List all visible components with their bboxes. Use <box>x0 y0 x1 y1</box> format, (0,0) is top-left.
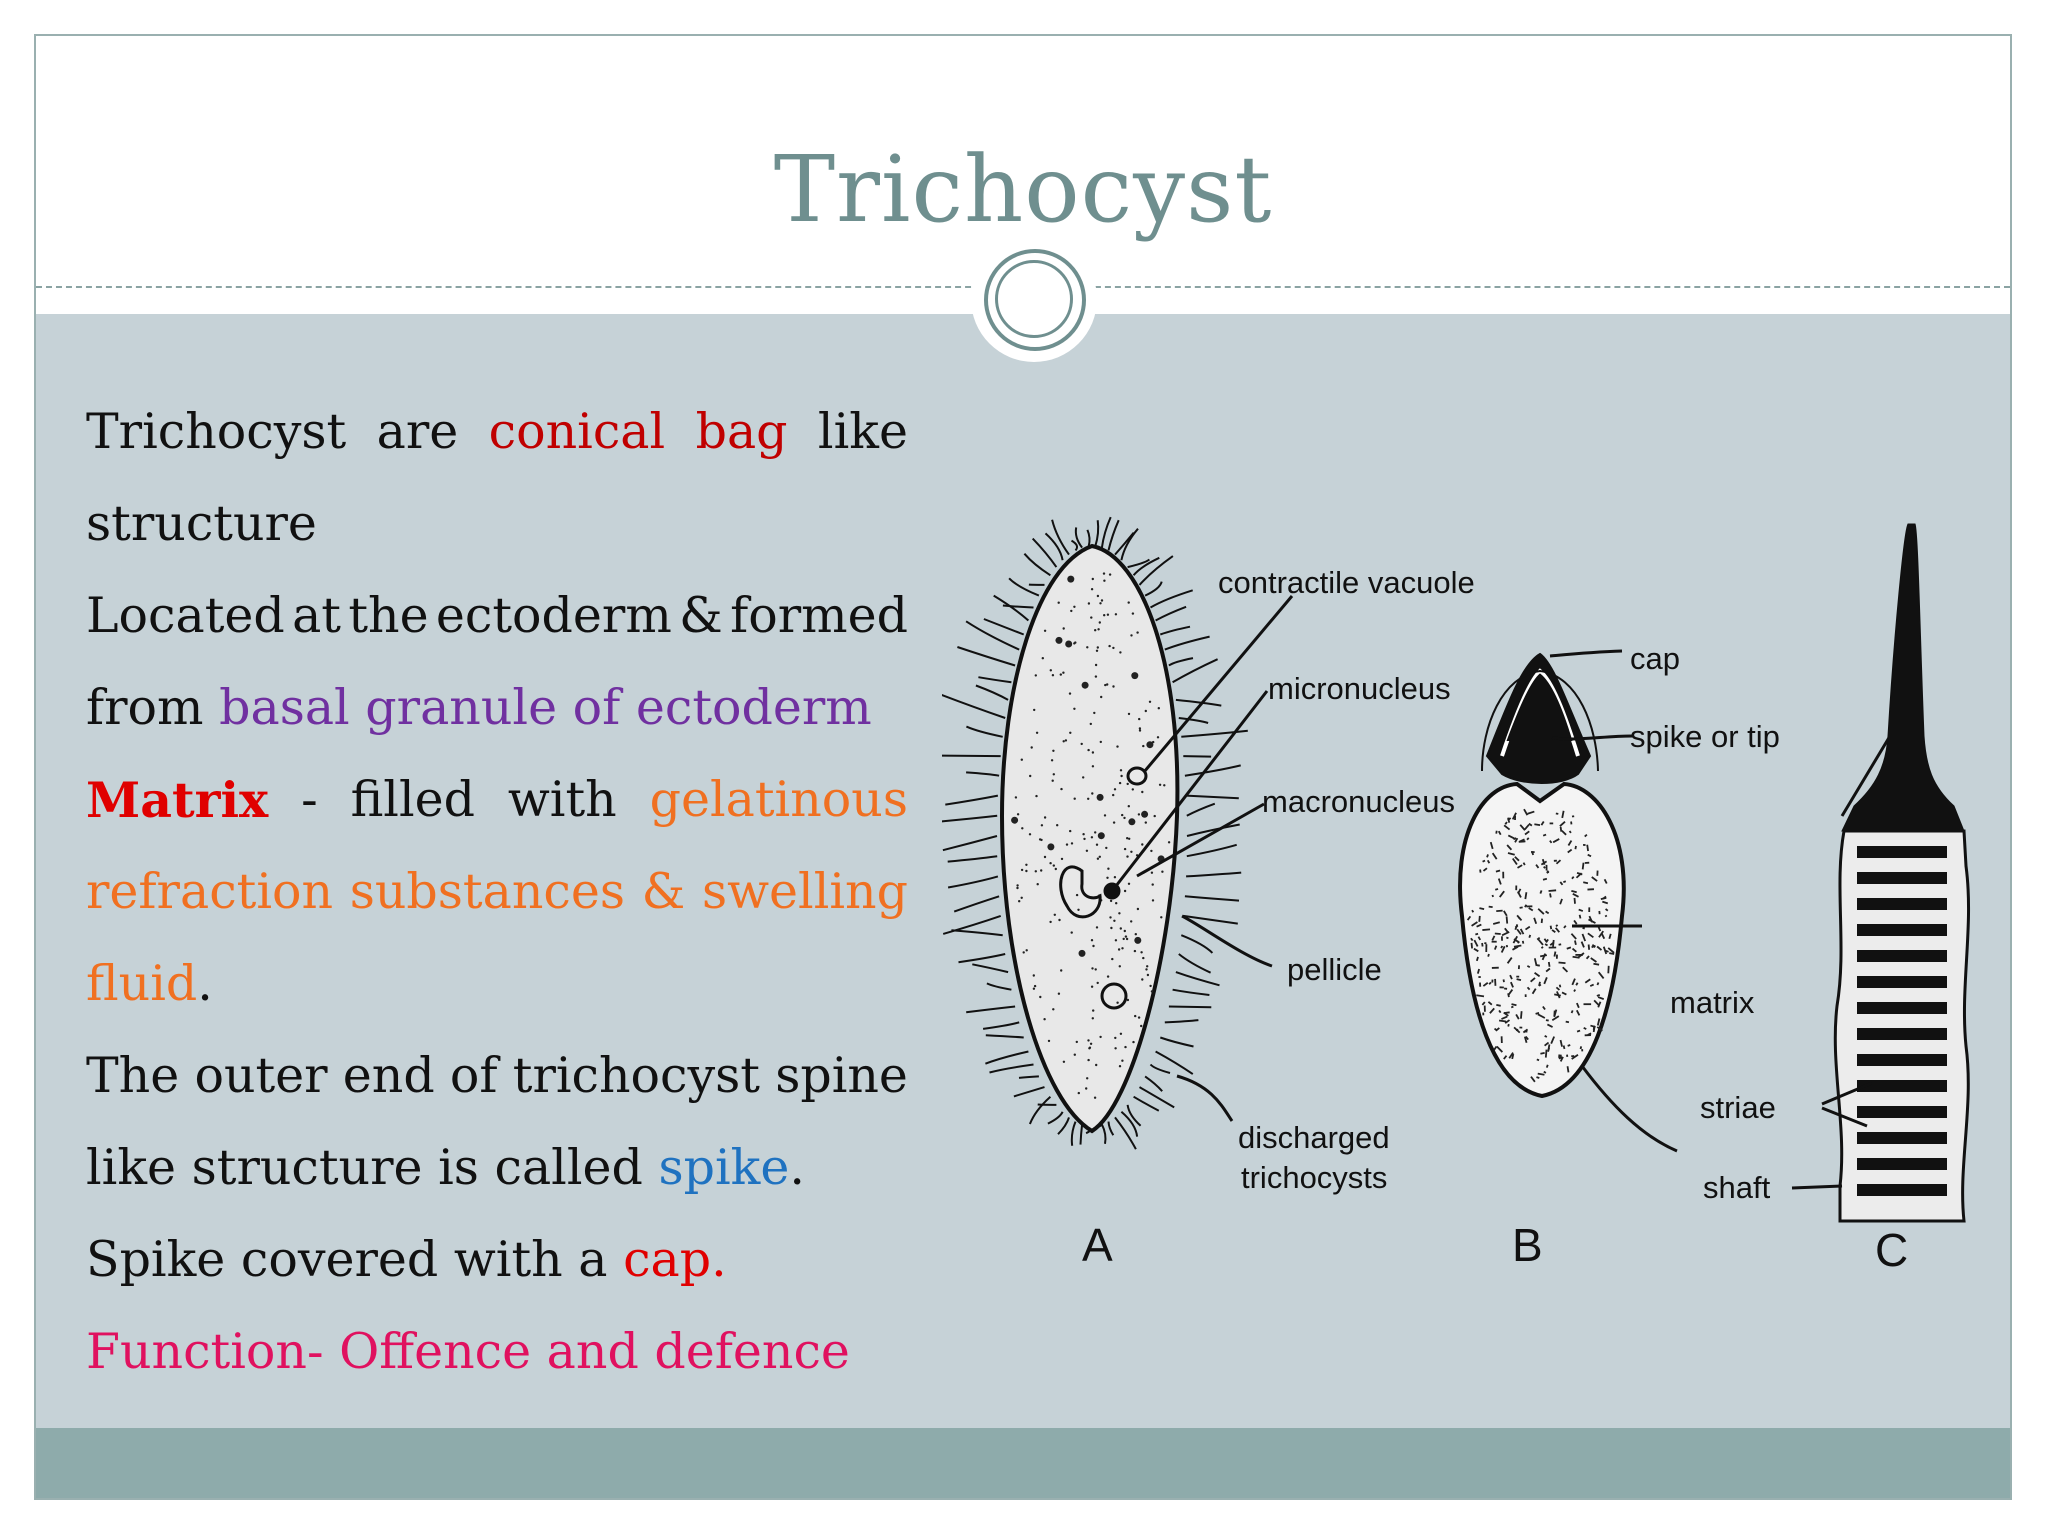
highlight-fluid: fluid <box>86 955 198 1012</box>
paragraph-2-line-2: from basal granule of ectoderm <box>86 662 908 754</box>
text-run: . <box>197 955 213 1012</box>
label-macronucleus: macronucleus <box>1262 784 1455 819</box>
paragraph-3-line-1: Matrix - filled with gelatinous <box>86 754 908 846</box>
paragraph-2-line-1: Located at the ectoderm & formed <box>86 570 908 662</box>
circle-ornament-icon <box>971 236 1097 362</box>
label-shaft: shaft <box>1703 1170 1771 1205</box>
paragraph-1-line-2: structure <box>86 495 317 552</box>
word: like <box>817 403 908 460</box>
slide-title: Trichocyst <box>773 136 1273 243</box>
highlight-conical: conical <box>488 403 666 460</box>
word: substances <box>349 863 625 920</box>
text-run: . <box>789 1139 805 1196</box>
label-trichocysts: trichocysts <box>1241 1160 1387 1195</box>
word: at <box>292 587 341 644</box>
label-matrix: matrix <box>1670 985 1755 1020</box>
word: & <box>641 863 686 920</box>
word: the <box>348 587 429 644</box>
trichocyst-resting-figure <box>1458 652 1626 1099</box>
highlight-basal-granule: basal granule of ectoderm <box>219 679 872 736</box>
paragraph-6-function: Function- Offence and defence <box>86 1323 850 1380</box>
highlight-bag: bag <box>695 403 788 460</box>
paramecium-figure <box>936 516 1248 1150</box>
word: swelling <box>701 863 908 920</box>
trichocyst-discharged-figure <box>1833 523 1971 1223</box>
word: refraction <box>86 863 334 920</box>
word: end <box>342 1047 435 1104</box>
paragraph-1-line-1: Trichocyst are conical bag like <box>86 386 908 478</box>
footer-band <box>36 1428 2010 1498</box>
word: formed <box>730 587 908 644</box>
highlight-cap: cap. <box>623 1231 727 1288</box>
pointer-lines-a <box>1114 595 1294 1122</box>
word: Trichocyst <box>86 403 347 460</box>
word: ectoderm <box>435 587 672 644</box>
panel-label-a: A <box>1082 1219 1113 1271</box>
pointer-lines-c <box>1791 715 1904 1190</box>
word: of <box>449 1047 498 1104</box>
highlight-spike: spike <box>658 1139 790 1196</box>
label-cap: cap <box>1630 641 1680 676</box>
text-run: like structure is called <box>86 1139 659 1196</box>
word: trichocyst <box>512 1047 760 1104</box>
text-run: Spike covered with a <box>86 1231 624 1288</box>
word: & <box>679 587 723 644</box>
label-discharged: discharged <box>1238 1120 1390 1155</box>
label-contractile-vacuole: contractile vacuole <box>1218 565 1475 600</box>
pointer-lines-b <box>1549 649 1678 1153</box>
text-run: from <box>86 679 220 736</box>
label-spike-or-tip: spike or tip <box>1630 719 1780 754</box>
slide: Trichocyst Trichocyst are conical bag li… <box>34 34 2012 1500</box>
word: with <box>507 771 617 828</box>
paragraph-3-line-3: fluid. <box>86 938 908 1030</box>
word: Located <box>86 587 285 644</box>
word: are <box>376 403 459 460</box>
word: outer <box>194 1047 328 1104</box>
word: filled <box>350 771 475 828</box>
body-text: Trichocyst are conical bag like structur… <box>86 386 908 1398</box>
word: The <box>86 1047 180 1104</box>
paragraph-5: Spike covered with a cap. <box>86 1214 908 1306</box>
trichocyst-diagram: contractile vacuole micronucleus macronu… <box>936 486 1972 1326</box>
diagram-svg: contractile vacuole micronucleus macronu… <box>936 516 1971 1276</box>
paragraph-3-line-2: refraction substances & swelling <box>86 846 908 938</box>
word: - <box>301 771 318 828</box>
highlight-matrix: Matrix <box>86 771 269 829</box>
label-micronucleus: micronucleus <box>1268 671 1451 706</box>
label-striae: striae <box>1700 1090 1776 1125</box>
panel-label-c: C <box>1875 1224 1908 1276</box>
highlight-gelatinous: gelatinous <box>649 771 908 828</box>
label-pellicle: pellicle <box>1287 952 1382 987</box>
paragraph-4-line-2: like structure is called spike. <box>86 1122 908 1214</box>
word: spine <box>775 1047 908 1104</box>
panel-label-b: B <box>1512 1219 1543 1271</box>
paragraph-4-line-1: The outer end of trichocyst spine <box>86 1030 908 1122</box>
